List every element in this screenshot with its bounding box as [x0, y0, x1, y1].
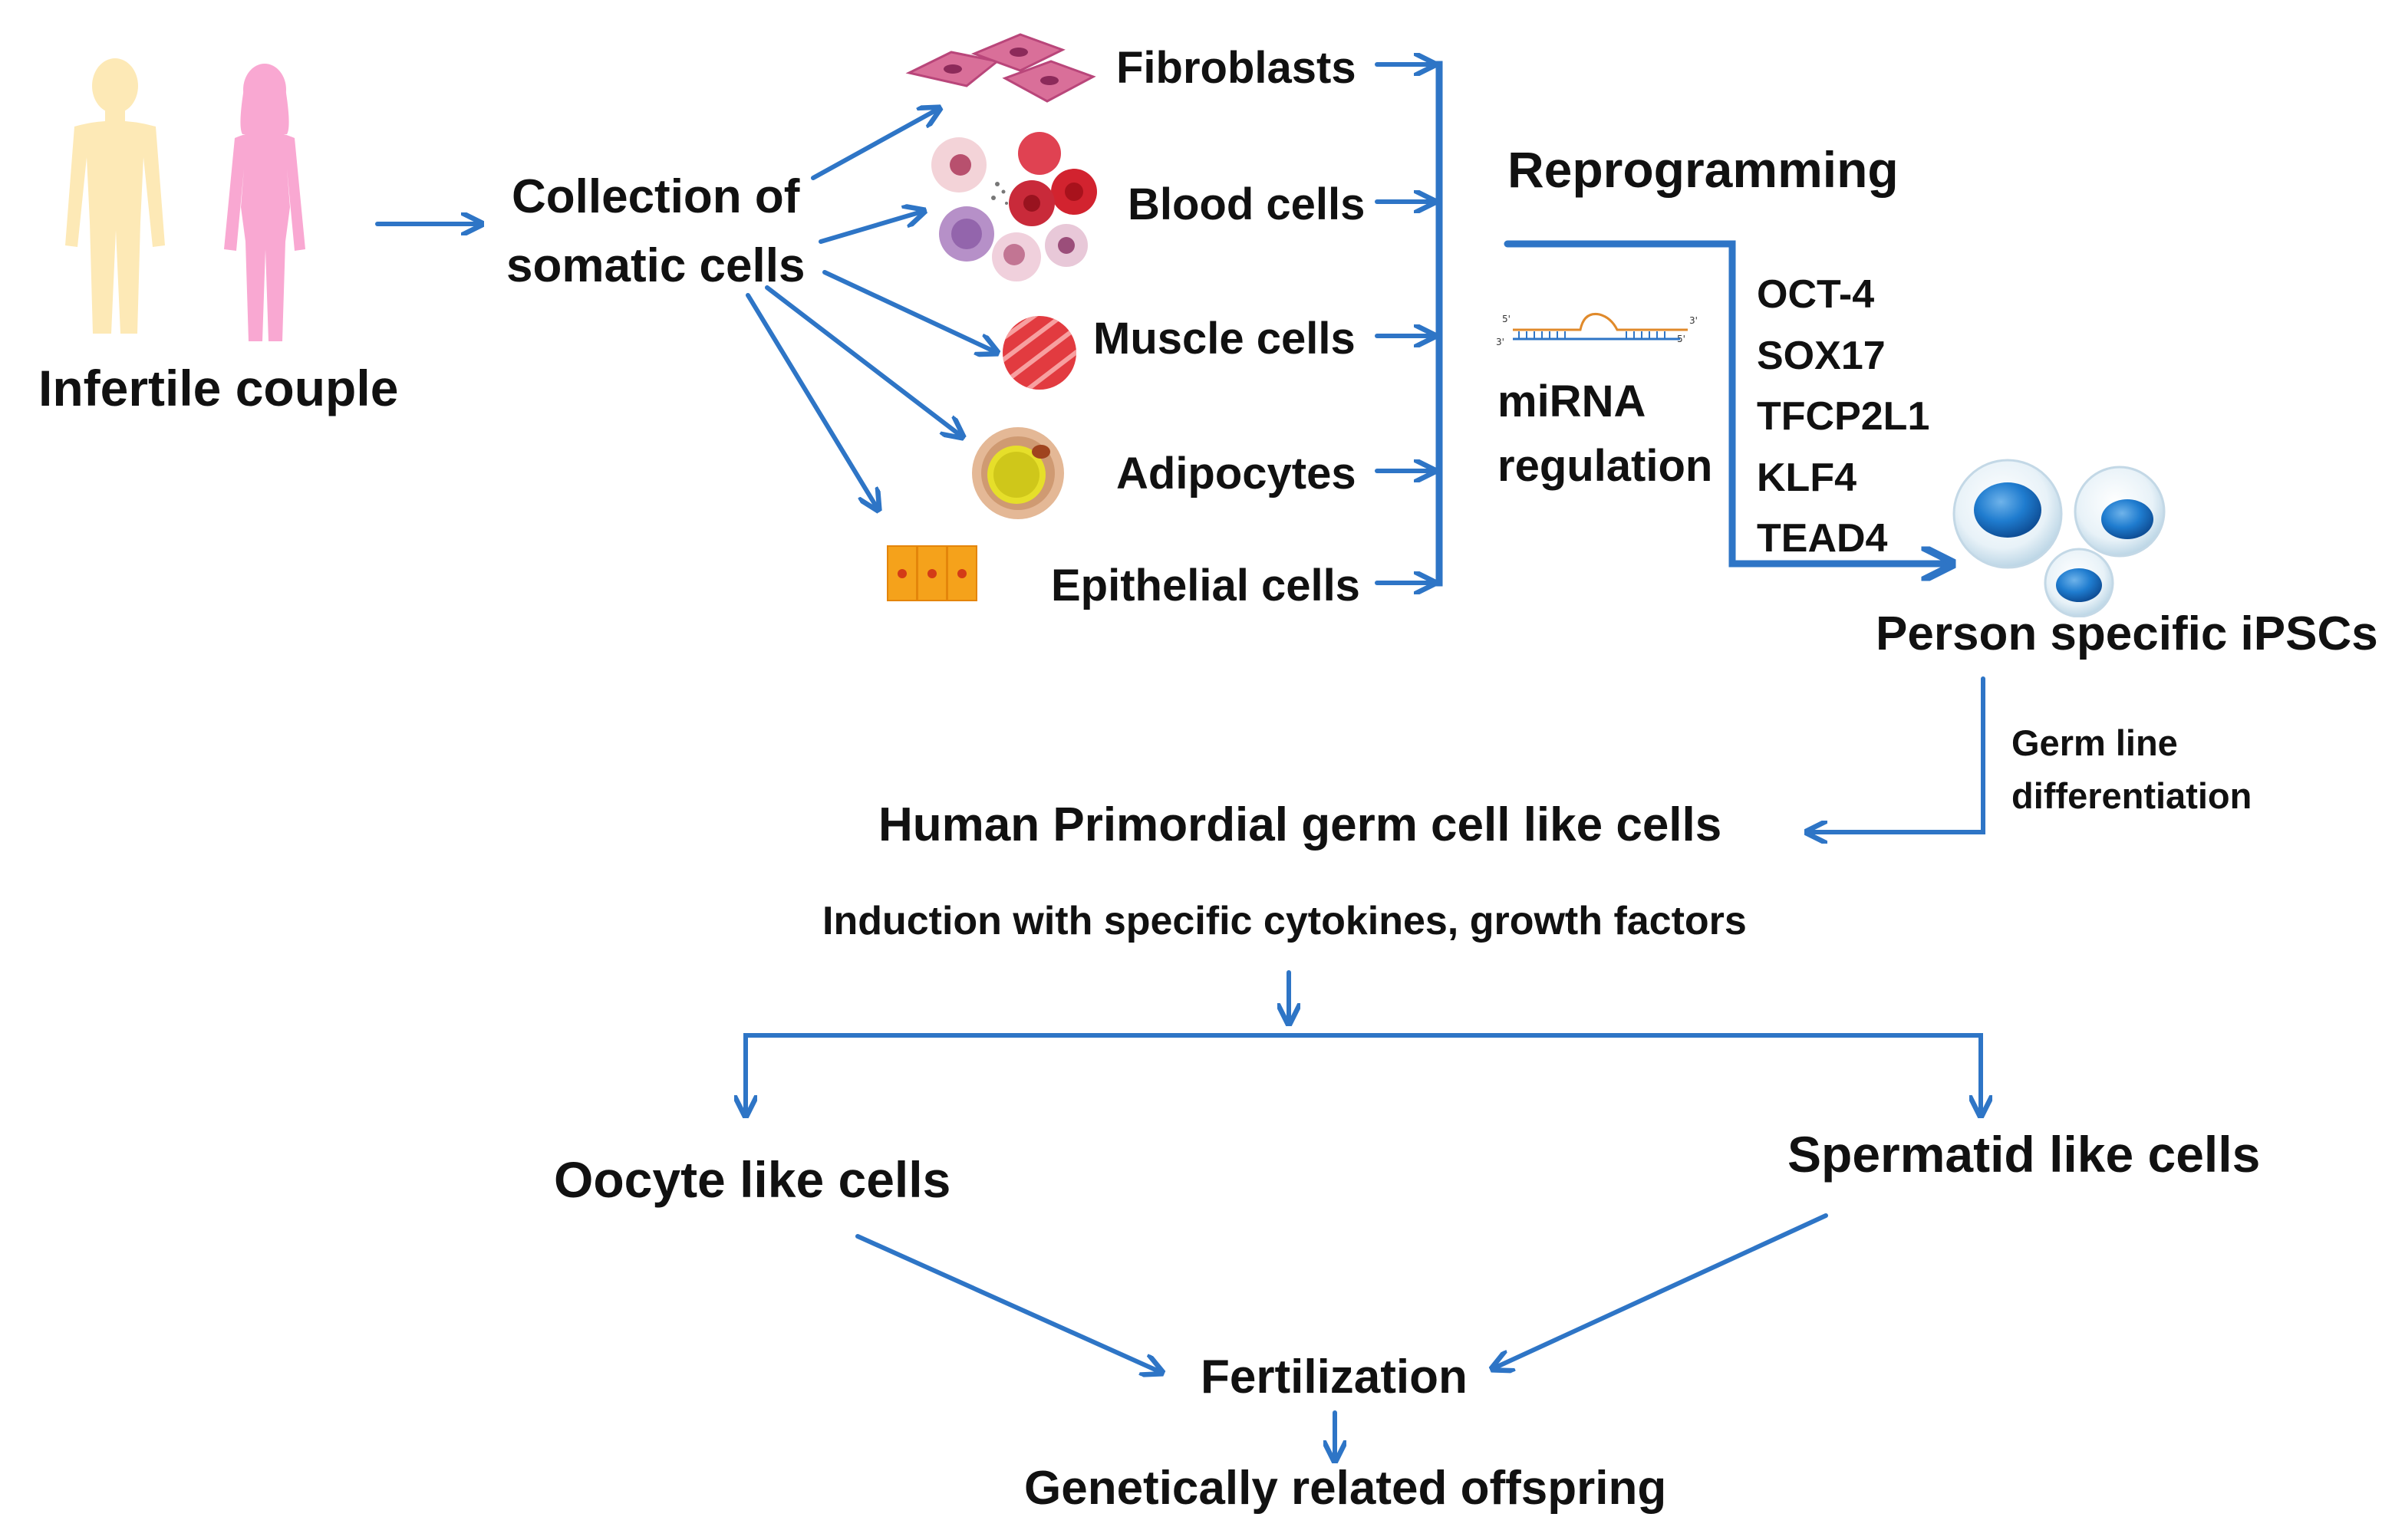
cell-type-adipocytes: Adipocytes [1116, 449, 1356, 499]
male-figure-icon [65, 58, 165, 334]
offspring-label: Genetically related offspring [1024, 1462, 1667, 1515]
arrow-reprogramming-to-ipsc [1504, 240, 1956, 564]
ipsc-label: Person specific iPSCs [1876, 607, 2378, 660]
oocyte-like-cells-label: Oocyte like cells [554, 1151, 951, 1208]
mirna-line-2: regulation [1497, 441, 1713, 492]
transcription-factor-list: OCT-4 SOX17 TFCP2L1 KLF4 TEAD4 [1757, 265, 1929, 570]
mirna-hairpin-icon: 5' 3' 3' 5' [1496, 312, 1698, 347]
induction-label: Induction with specific cytokines, growt… [822, 899, 1747, 943]
collection-label: Collection of somatic cells [506, 163, 805, 301]
female-figure-icon [224, 64, 305, 341]
svg-text:5': 5' [1502, 314, 1511, 324]
adipocyte-icon [972, 427, 1064, 519]
arrow-to-blood-cells [819, 211, 924, 244]
infertile-couple-label: Infertile couple [38, 360, 399, 416]
cell-type-blood-cells: Blood cells [1128, 179, 1366, 229]
fertilization-label: Fertilization [1201, 1351, 1468, 1403]
arrow-spermatid-to-fertilization [1492, 1213, 1828, 1369]
svg-text:5': 5' [1677, 334, 1685, 344]
mirna-regulation-label: miRNA regulation [1497, 370, 1712, 499]
arrow-oocyte-to-fertilization [855, 1234, 1162, 1373]
arrow-to-epithelial-cells [746, 293, 878, 510]
factor-tfcp2l1: TFCP2L1 [1757, 394, 1930, 439]
fibroblasts-icon [905, 33, 1096, 103]
svg-text:3': 3' [1496, 337, 1504, 347]
svg-text:3': 3' [1689, 315, 1698, 326]
factor-klf4: KLF4 [1757, 455, 1857, 500]
muscle-cells-icon [1003, 316, 1076, 390]
germline-line-1: Germ line [2011, 722, 2178, 763]
cell-type-muscle-cells: Muscle cells [1093, 314, 1356, 364]
factor-tead4: TEAD4 [1757, 516, 1888, 561]
ipsc-cells-icon [1952, 459, 2166, 617]
epithelial-cells-icon [887, 545, 977, 601]
cell-type-epithelial-cells: Epithelial cells [1051, 561, 1360, 610]
arrow-ipsc-to-pgc [1804, 676, 1985, 832]
split-bar [743, 1033, 1983, 1118]
germline-differentiation-label: Germ line differentiation [2011, 717, 2252, 822]
arrow-to-muscle-cells [822, 270, 997, 353]
collection-line-1: Collection of [512, 170, 800, 223]
cell-type-fibroblasts: Fibroblasts [1116, 43, 1356, 93]
blood-cells-icon [931, 132, 1097, 281]
arrow-to-adipocytes [765, 285, 963, 437]
germline-line-2: differentiation [2011, 775, 2252, 816]
reprogramming-title: Reprogramming [1507, 141, 1899, 198]
spermatid-like-cells-label: Spermatid like cells [1787, 1126, 2261, 1183]
arrow-to-fibroblasts [811, 108, 940, 180]
collection-line-2: somatic cells [506, 239, 806, 292]
factor-oct4: OCT-4 [1757, 272, 1875, 317]
mirna-line-1: miRNA [1497, 377, 1646, 426]
factor-sox17: SOX17 [1757, 333, 1886, 378]
pgc-like-cells-label: Human Primordial germ cell like cells [878, 798, 1722, 851]
